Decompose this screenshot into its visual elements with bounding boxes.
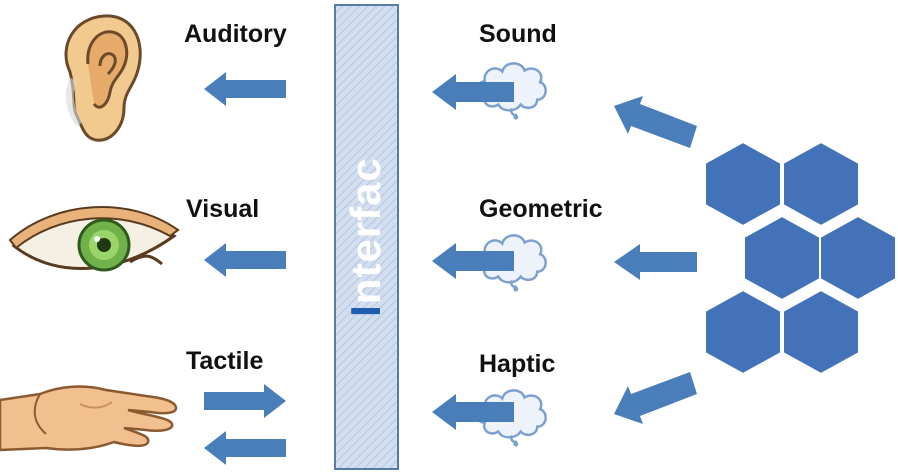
sound-label: Sound — [479, 20, 557, 48]
arrow-tactile-in — [204, 384, 286, 418]
geometric-label: Geometric — [479, 195, 603, 223]
ear-icon — [64, 14, 142, 142]
arrow-to-haptic — [614, 372, 697, 424]
arrow-auditory — [204, 72, 286, 106]
visual-label: Visual — [186, 195, 260, 223]
interface-bar — [334, 4, 399, 470]
arrow-tactile-out — [204, 431, 286, 465]
eye-icon — [8, 206, 180, 272]
hand-icon — [0, 385, 178, 452]
arrow-visual — [204, 243, 286, 277]
auditory-label: Auditory — [184, 20, 287, 48]
arrow-to-geometric — [614, 244, 697, 280]
arrow-to-sound — [614, 96, 697, 148]
hexagon-cluster-icon — [704, 142, 897, 374]
haptic-label: Haptic — [479, 350, 556, 378]
arrow-haptic — [432, 394, 514, 430]
tactile-label: Tactile — [186, 347, 264, 375]
arrow-sound — [432, 74, 514, 110]
arrow-geometric — [432, 243, 514, 279]
